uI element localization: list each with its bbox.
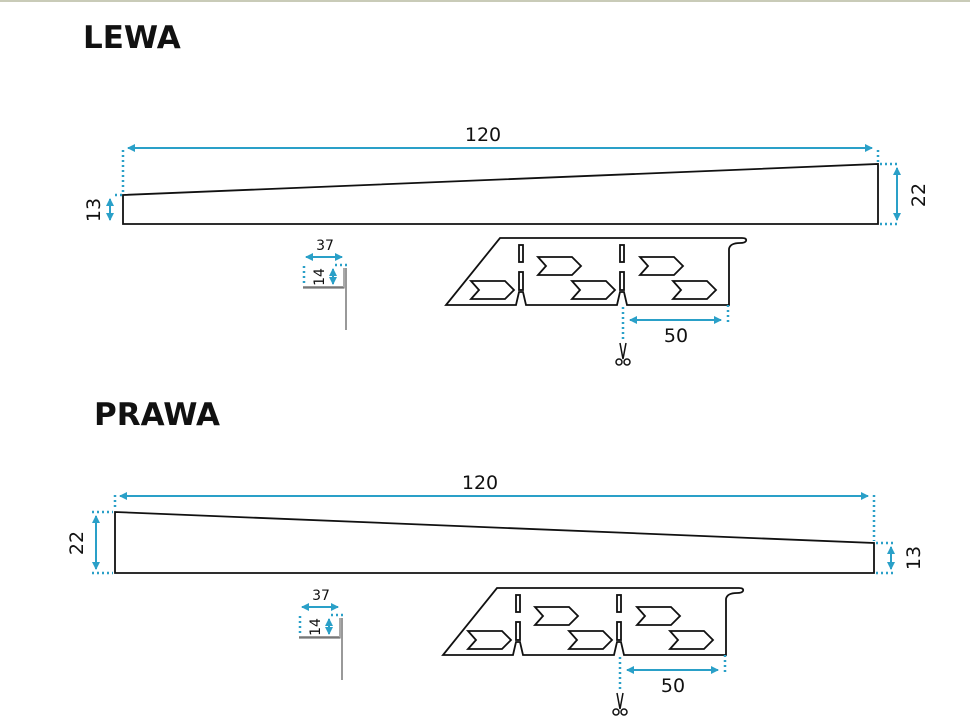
beam-prawa: 120 22 13	[66, 472, 925, 575]
section-title-prawa: PRAWA	[94, 397, 220, 433]
svg-text:14: 14	[312, 268, 328, 286]
length-label: 120	[462, 472, 498, 494]
scissors-icon	[612, 692, 628, 716]
segment-label: 50	[664, 325, 688, 347]
svg-text:14: 14	[308, 618, 324, 636]
segment-label: 50	[661, 675, 685, 697]
length-label: 120	[465, 124, 501, 146]
scissors-icon	[615, 342, 631, 366]
beam-lewa: 120 13 22	[83, 124, 930, 226]
profile-lewa: 37 14	[303, 238, 347, 330]
right-height-label: 13	[903, 546, 925, 570]
profile-prawa: 37 14	[299, 588, 343, 680]
section-title-lewa: LEWA	[83, 20, 181, 56]
left-height-label: 13	[83, 198, 105, 222]
left-height-label: 22	[66, 531, 88, 555]
svg-text:37: 37	[312, 588, 330, 604]
strip-prawa: 50	[443, 588, 743, 716]
strip-lewa: 50	[446, 238, 746, 366]
top-border	[0, 0, 970, 2]
right-height-label: 22	[908, 183, 930, 207]
svg-text:37: 37	[316, 238, 334, 254]
